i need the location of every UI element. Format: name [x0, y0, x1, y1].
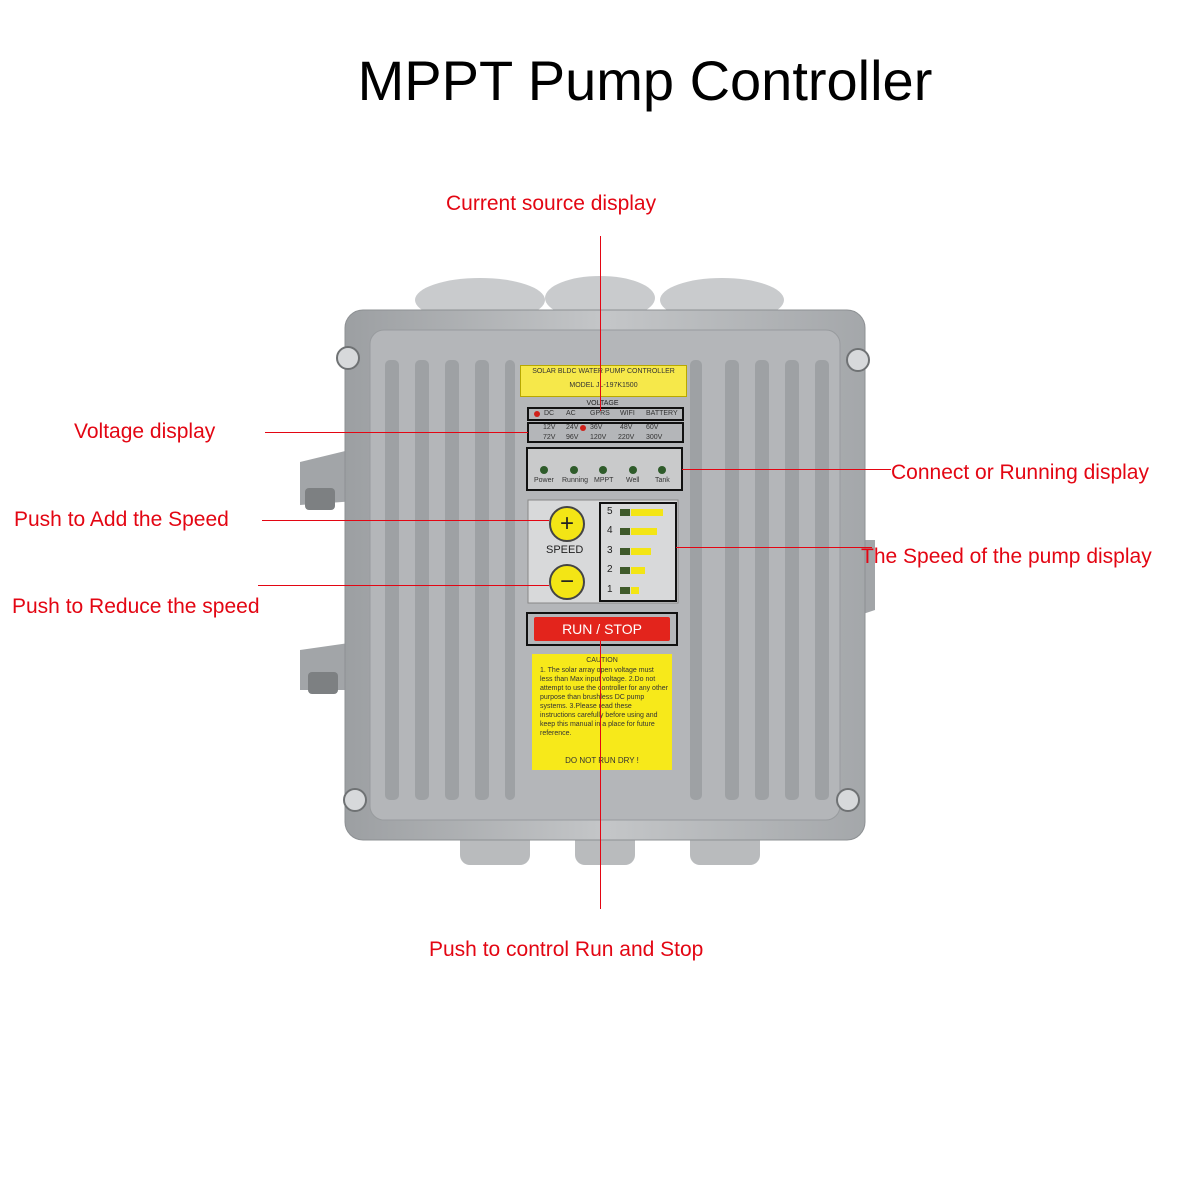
source-gprs: GPRS [590, 410, 610, 417]
model-plate: SOLAR BLDC WATER PUMP CONTROLLER MODEL J… [520, 365, 687, 397]
speed-level-3: 3 [607, 545, 613, 556]
voltage-72v: 72V [543, 434, 556, 441]
source-dc: DC [544, 410, 555, 417]
speed-bar-4 [631, 528, 657, 535]
dc-led-icon [534, 411, 540, 417]
callout-voltage: Voltage display [74, 420, 216, 443]
speed-level-1: 1 [607, 584, 613, 595]
voltage-96v: 96V [566, 434, 579, 441]
voltage-120v: 120V [590, 434, 607, 441]
speed-led-2-icon [620, 567, 630, 574]
tank-led-icon [658, 466, 666, 474]
well-led-icon [629, 466, 637, 474]
speed-bar-3 [631, 548, 651, 555]
voltage-heading: VOLTAGE [586, 400, 619, 407]
run-stop-button[interactable]: RUN / STOP [534, 617, 670, 641]
voltage-24v: 24V [566, 424, 579, 431]
leader-voltage [265, 432, 528, 433]
speed-bar-1 [631, 587, 639, 594]
mppt-led-icon [599, 466, 607, 474]
indicator-power: Power [534, 477, 554, 484]
voltage-36v: 36V [590, 424, 603, 431]
source-battery: BATTERY [646, 410, 678, 417]
leader-connect-running [682, 469, 891, 470]
speed-led-4-icon [620, 528, 630, 535]
speed-led-1-icon [620, 587, 630, 594]
indicator-well: Well [626, 477, 640, 484]
caution-title: CAUTION [586, 657, 618, 664]
voltage-48v: 48V [620, 424, 633, 431]
voltage-60v: 60V [646, 424, 659, 431]
speed-bar-5 [631, 509, 663, 516]
caution-footer: DO NOT RUN DRY ! [565, 756, 639, 765]
speed-level-4: 4 [607, 525, 613, 536]
callout-run-stop: Push to control Run and Stop [429, 938, 704, 961]
indicator-tank: Tank [655, 477, 670, 484]
voltage-300v: 300V [646, 434, 663, 441]
callout-connect-running: Connect or Running display [891, 461, 1149, 484]
speed-bar-2 [631, 567, 645, 574]
power-led-icon [540, 466, 548, 474]
source-wifi: WIFI [620, 410, 635, 417]
caution-text: 1. The solar array open voltage must les… [540, 667, 669, 737]
plate-title: SOLAR BLDC WATER PUMP CONTROLLER [532, 368, 675, 375]
speed-level-5: 5 [607, 506, 613, 517]
speed-led-3-icon [620, 548, 630, 555]
callout-reduce-speed: Push to Reduce the speed [12, 595, 260, 618]
caution-label: CAUTION 1. The solar array open voltage … [532, 654, 672, 770]
speed-level-2: 2 [607, 564, 613, 575]
indicator-running: Running [562, 477, 589, 484]
plate-model: MODEL JL-197K1500 [569, 382, 638, 389]
speed-plus-button[interactable]: + [549, 506, 585, 542]
page-title: MPPT Pump Controller [357, 49, 933, 112]
voltage-led-icon [580, 425, 586, 431]
callout-speed-display: The Speed of the pump display [861, 545, 1152, 568]
running-led-icon [570, 466, 578, 474]
speed-minus-button[interactable]: − [549, 564, 585, 600]
leader-current-source [600, 236, 601, 411]
callout-add-speed: Push to Add the Speed [14, 508, 229, 531]
speed-label: SPEED [546, 544, 584, 556]
voltage-12v: 12V [543, 424, 556, 431]
speed-led-5-icon [620, 509, 630, 516]
source-ac: AC [566, 410, 576, 417]
leader-speed-display [676, 547, 872, 548]
leader-run-stop [600, 641, 601, 909]
voltage-220v: 220V [618, 434, 635, 441]
leader-add-speed [262, 520, 549, 521]
leader-reduce-speed [258, 585, 549, 586]
callout-current-source: Current source display [446, 192, 657, 215]
indicator-mppt: MPPT [594, 477, 614, 484]
